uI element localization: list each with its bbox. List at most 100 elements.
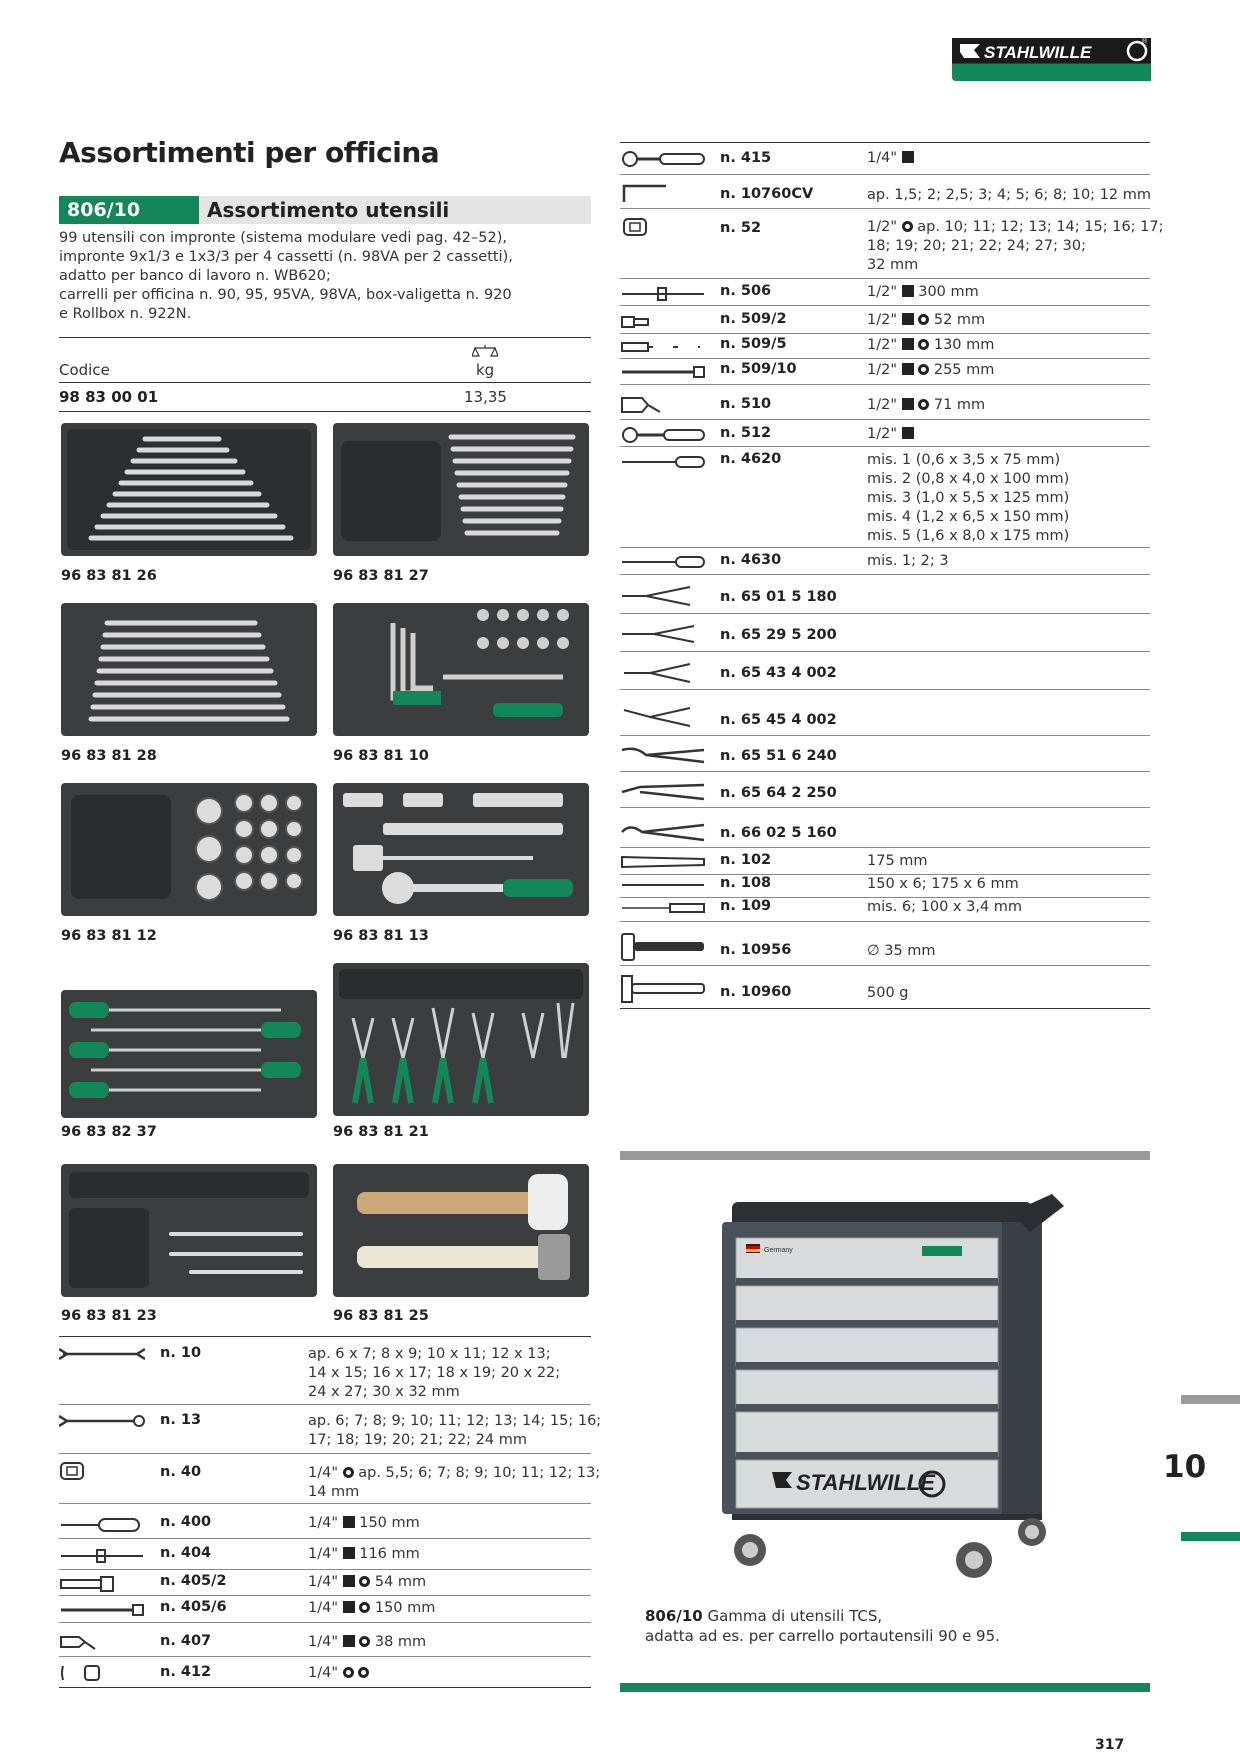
product-code: 98 83 00 01 — [59, 388, 159, 406]
item-row: n. 102 175 mm — [620, 849, 1150, 875]
divider — [620, 651, 1150, 652]
item-row: n. 109 mis. 6; 100 x 3,4 mm — [620, 895, 1150, 921]
divider — [620, 921, 1150, 922]
item-row: n. 509/5 1/2" 130 mm — [620, 334, 1150, 360]
item-row: n. 510 1/2" 71 mm — [620, 392, 1150, 418]
ring-wrench-tray — [61, 603, 317, 736]
category-description: 99 utensili con impronte (sistema modula… — [59, 230, 513, 322]
item-row: n. 405/6 1/4" 150 mm — [59, 1597, 591, 1623]
item-row: n. 400 1/4" 150 mm — [59, 1512, 591, 1538]
item-row: n. 10 ap. 6 x 7; 8 x 9; 10 x 11; 12 x 13… — [59, 1341, 591, 1401]
square-drive-icon — [342, 1601, 355, 1613]
item-row: n. 65 43 4 002 — [620, 660, 1150, 686]
tray-code: 96 83 82 37 — [61, 1124, 157, 1140]
divider — [620, 333, 1150, 334]
chisel-icon — [621, 855, 705, 869]
socket-icon — [60, 1462, 84, 1480]
socket-symbol-icon — [901, 221, 913, 232]
ratchet-icon — [622, 427, 705, 443]
screwdriver-tray — [61, 990, 317, 1118]
divider — [620, 419, 1150, 420]
divider — [59, 1336, 591, 1337]
item-row: n. 4630 mis. 1; 2; 3 — [620, 549, 1150, 575]
socket-symbol-icon — [918, 314, 930, 325]
extension-long-icon — [622, 366, 705, 378]
socket-symbol-icon — [342, 1467, 354, 1478]
extension-short-icon — [60, 1576, 114, 1592]
double-open-wrench-icon — [59, 1347, 145, 1361]
item-row: n. 52 1/2" ap. 10; 11; 12; 13; 14; 15; 1… — [620, 214, 1164, 276]
square-drive-icon — [901, 398, 914, 410]
item-row: n. 40 1/4" ap. 5,5; 6; 7; 8; 9; 10; 11; … — [59, 1458, 600, 1502]
divider — [620, 689, 1150, 690]
divider — [620, 174, 1150, 175]
item-row: n. 65 51 6 240 — [620, 742, 1150, 768]
svg-text:®: ® — [1142, 37, 1148, 45]
code-column-header: Codice — [59, 361, 110, 379]
divider — [620, 384, 1150, 385]
weight-scale-icon — [472, 345, 498, 357]
item-row: n. 412 1/4" — [59, 1660, 591, 1686]
item-row: n. 65 64 2 250 — [620, 779, 1150, 805]
item-row: n. 10956 ∅ 35 mm — [620, 930, 1150, 964]
tray-code: 96 83 81 27 — [333, 568, 429, 584]
ratchet-tray — [333, 783, 589, 916]
item-row: n. 65 29 5 200 — [620, 621, 1150, 647]
square-drive-icon — [901, 151, 914, 163]
item-row: n. 66 02 5 160 — [620, 819, 1150, 845]
socket-symbol-icon — [359, 1602, 371, 1613]
soft-face-hammer-icon — [621, 933, 704, 961]
tray-code: 96 83 81 26 — [61, 568, 157, 584]
divider — [59, 1656, 591, 1657]
socket-symbol-icon — [918, 364, 930, 375]
divider — [59, 382, 591, 383]
combination-pliers-icon — [622, 586, 691, 606]
logo-text: STAHLWILLE — [984, 43, 1092, 62]
punch-icon — [622, 884, 704, 886]
item-row: n. 512 1/2" — [620, 422, 1150, 448]
divider — [620, 574, 1150, 575]
divider — [620, 807, 1150, 808]
socket-set-tray — [333, 603, 589, 736]
section-tab-marker — [1181, 1395, 1240, 1404]
square-drive-icon — [342, 1575, 355, 1587]
divider — [620, 305, 1150, 306]
square-drive-icon — [901, 338, 914, 350]
divider — [620, 735, 1150, 736]
socket-icon — [623, 218, 647, 236]
tray-code: 96 83 81 10 — [333, 748, 429, 764]
circlip-pliers-icon — [624, 663, 691, 683]
divider — [620, 897, 1150, 898]
divider — [620, 1008, 1150, 1009]
pliers-tray — [333, 963, 589, 1116]
square-drive-icon — [342, 1547, 355, 1559]
product-weight: 13,35 — [464, 388, 507, 406]
flat-screwdriver-icon — [622, 456, 705, 468]
socket-symbol-icon — [359, 1576, 371, 1587]
page-title: Assortimenti per officina — [59, 136, 440, 169]
divider — [620, 965, 1150, 966]
divider — [59, 411, 591, 412]
item-row: n. 415 1/4" — [620, 146, 1150, 172]
square-drive-icon — [901, 285, 914, 297]
divider — [620, 547, 1150, 548]
tool-trolley-image: Germany STAHLWILLE — [722, 1194, 1064, 1578]
long-nose-pliers-icon — [622, 625, 695, 643]
footer-bar — [620, 1683, 1150, 1692]
tray-code: 96 83 81 13 — [333, 928, 429, 944]
water-pump-pliers-icon — [621, 747, 705, 764]
universal-joint-icon — [621, 397, 661, 413]
item-row: n. 509/10 1/2" 255 mm — [620, 359, 1150, 385]
chisel-tray — [61, 1164, 317, 1297]
page-number: 317 — [1095, 1737, 1125, 1753]
universal-joint-icon — [60, 1636, 96, 1650]
divider — [620, 613, 1150, 614]
divider — [620, 874, 1150, 875]
open-end-wrench-tray — [333, 423, 589, 556]
hex-key-icon — [622, 184, 666, 202]
tray-code: 96 83 81 21 — [333, 1124, 429, 1140]
divider — [620, 446, 1150, 447]
item-row: n. 407 1/4" 38 mm — [59, 1629, 591, 1655]
svg-text:Germany: Germany — [764, 1247, 793, 1254]
adapter-icon — [61, 1665, 100, 1681]
